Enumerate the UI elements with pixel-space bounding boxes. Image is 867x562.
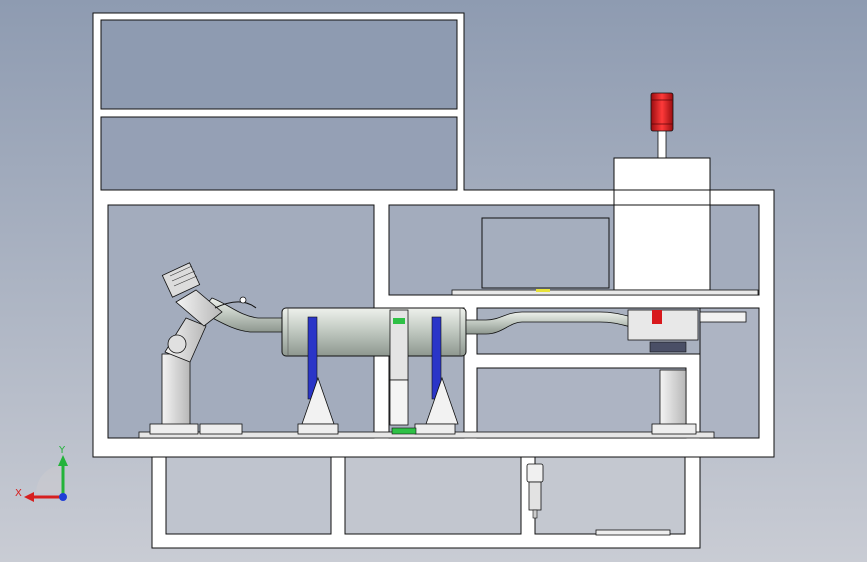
exhaust-pipe-assembly — [199, 297, 641, 357]
lower-base-frame — [151, 456, 701, 549]
y-arrow-head — [58, 455, 68, 466]
right-robot-arm — [627, 309, 747, 435]
center-cylinder-post — [389, 309, 417, 435]
y-axis-label: Y — [58, 445, 66, 456]
left-robot-arm — [149, 262, 257, 435]
signal-tower-beacon — [650, 92, 674, 159]
x-arrow-head — [24, 492, 34, 502]
control-box — [613, 157, 711, 291]
x-axis-label: X — [15, 488, 22, 499]
coordinate-triad: Y X — [15, 445, 68, 502]
clamp-fixtures — [297, 316, 459, 435]
z-axis-dot — [59, 493, 67, 501]
monitor-panel — [481, 217, 610, 289]
air-filter-regulator — [526, 463, 544, 519]
